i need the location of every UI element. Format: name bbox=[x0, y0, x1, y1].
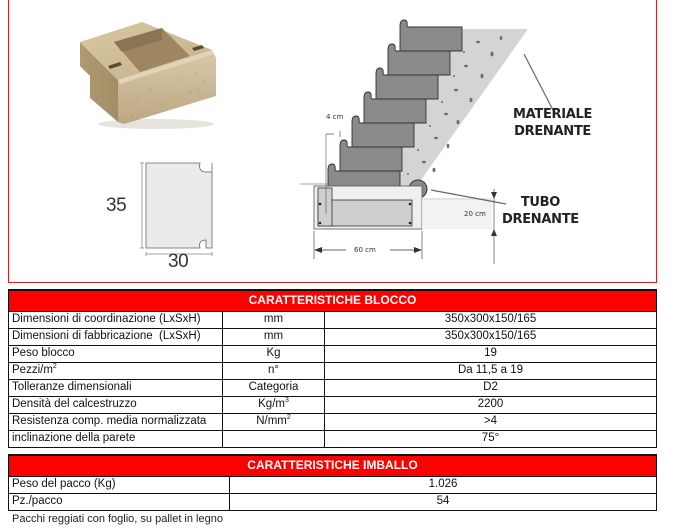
table-row: Dimensioni di coordinazione (LxSxH) mm 3… bbox=[8, 310, 657, 329]
row-label: Dimensioni di coordinazione (LxSxH) bbox=[8, 310, 223, 329]
block-table-title: CARATTERISTICHE BLOCCO bbox=[8, 289, 657, 312]
row-value: 350x300x150/165 bbox=[324, 310, 657, 329]
row-value: >4 bbox=[324, 412, 657, 431]
row-unit-sup: 2 bbox=[286, 414, 291, 421]
table-row: Pezzi/m2 n° Da 11,5 a 19 bbox=[8, 361, 657, 380]
table-row: Densità del calcestruzzo Kg/m3 2200 bbox=[8, 395, 657, 414]
row-value: 75° bbox=[324, 429, 657, 448]
footing-height-dimension: 20 cm bbox=[464, 210, 486, 218]
row-label: Densità del calcestruzzo bbox=[8, 395, 223, 414]
row-value: 1.026 bbox=[229, 475, 657, 494]
row-label: Resistenza comp. media normalizzata bbox=[8, 412, 223, 431]
row-label: Tolleranze dimensionali bbox=[8, 378, 223, 397]
row-label-text: Pezzi/m bbox=[12, 364, 53, 376]
row-label-sup: 2 bbox=[52, 363, 57, 370]
pipe-label-line1: TUBO bbox=[520, 195, 561, 210]
section-height-label: 35 bbox=[106, 195, 127, 216]
table-row: Peso blocco Kg 19 bbox=[8, 344, 657, 363]
material-label-line2: DRENANTE bbox=[514, 124, 591, 139]
row-value: 2200 bbox=[324, 395, 657, 414]
row-label: Peso blocco bbox=[8, 344, 223, 363]
material-label: MATERIALE DRENANTE bbox=[513, 106, 592, 140]
row-value: Da 11,5 a 19 bbox=[324, 361, 657, 380]
material-label-line1: MATERIALE bbox=[513, 107, 593, 122]
row-label: inclinazione della parete bbox=[8, 429, 223, 448]
row-unit: n° bbox=[222, 361, 325, 380]
pipe-label: TUBO DRENANTE bbox=[502, 194, 579, 228]
row-value: 19 bbox=[324, 344, 657, 363]
row-value: D2 bbox=[324, 378, 657, 397]
row-unit: Categoria bbox=[222, 378, 325, 397]
row-unit: Kg/m3 bbox=[222, 395, 325, 414]
row-unit-sup: 3 bbox=[284, 397, 289, 404]
row-label: Pezzi/m2 bbox=[8, 361, 223, 380]
block-characteristics-table: CARATTERISTICHE BLOCCO Dimensioni di coo… bbox=[8, 289, 657, 448]
packaging-characteristics-table: CARATTERISTICHE IMBALLO Peso del pacco (… bbox=[8, 454, 657, 511]
footing-width-dimension: 60 cm bbox=[354, 246, 376, 254]
row-value: 350x300x150/165 bbox=[324, 327, 657, 346]
table-row: Peso del pacco (Kg) 1.026 bbox=[8, 475, 657, 494]
row-unit-text: N/mm bbox=[256, 415, 287, 427]
row-label: Pz./pacco bbox=[8, 492, 230, 511]
section-width-label: 30 bbox=[168, 251, 189, 272]
row-unit: Kg bbox=[222, 344, 325, 363]
table-row: Dimensioni di fabbricazione (LxSxH) mm 3… bbox=[8, 327, 657, 346]
block-section-drawing bbox=[140, 162, 213, 256]
row-unit: mm bbox=[222, 327, 325, 346]
row-unit-text: Kg/m bbox=[258, 398, 285, 410]
pipe-label-line2: DRENANTE bbox=[502, 212, 579, 227]
row-unit bbox=[222, 429, 325, 448]
illustration-frame bbox=[8, 0, 657, 283]
table-row: inclinazione della parete 75° bbox=[8, 429, 657, 448]
packaging-footnote: Pacchi reggiati con foglio, su pallet in… bbox=[12, 513, 223, 525]
retaining-wall-diagram bbox=[300, 19, 555, 264]
row-label: Dimensioni di fabbricazione (LxSxH) bbox=[8, 327, 223, 346]
row-unit: N/mm2 bbox=[222, 412, 325, 431]
setback-dimension: 4 cm bbox=[326, 113, 344, 121]
table-row: Tolleranze dimensionali Categoria D2 bbox=[8, 378, 657, 397]
row-unit: mm bbox=[222, 310, 325, 329]
block-photo bbox=[80, 22, 216, 129]
row-label: Peso del pacco (Kg) bbox=[8, 475, 230, 494]
table-row: Pz./pacco 54 bbox=[8, 492, 657, 511]
table-row: Resistenza comp. media normalizzata N/mm… bbox=[8, 412, 657, 431]
packaging-table-title: CARATTERISTICHE IMBALLO bbox=[8, 454, 657, 477]
row-value: 54 bbox=[229, 492, 657, 511]
